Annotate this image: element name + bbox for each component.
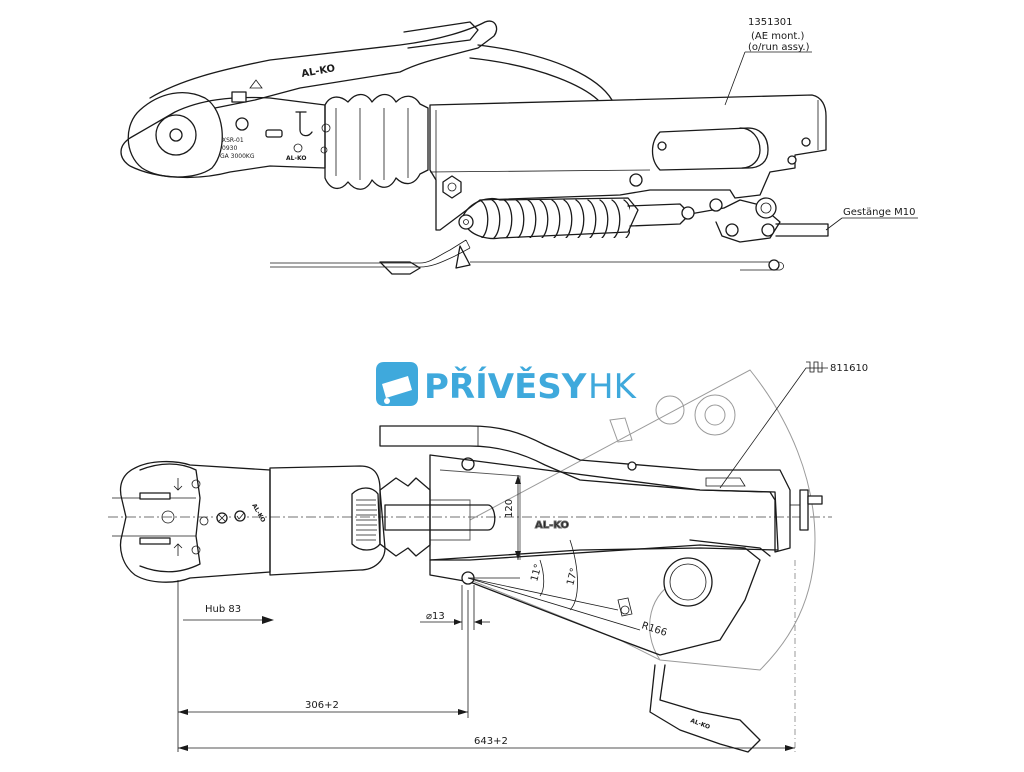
side-link-pin-2: [709, 198, 723, 212]
top-main-body: [429, 454, 779, 561]
side-plate-load: GA 3000KG: [220, 153, 255, 160]
top-pin-upper-2: [627, 461, 637, 471]
side-plate-number: 0930: [222, 145, 237, 152]
top-indicator-check: [234, 510, 246, 522]
side-bolt-d: [787, 155, 797, 165]
logo-text-bold: PŘÍVĚSY: [424, 366, 587, 407]
top-dim-643-label: 643+2: [474, 736, 508, 747]
side-damper-cap: [739, 127, 761, 169]
side-plate-code: XSR-01: [222, 137, 244, 144]
top-bellows: [379, 477, 431, 557]
top-head-socket: [161, 510, 175, 524]
top-grip-handle: [269, 465, 386, 576]
side-hook-mark: [295, 111, 313, 137]
top-dim-120-label: 120: [504, 499, 515, 518]
top-stroke-label: Hub 83: [205, 604, 241, 615]
top-coupling-head: [119, 460, 271, 583]
side-damper: [651, 127, 769, 171]
side-head-cap: [127, 92, 223, 178]
top-lower-lever: [649, 664, 761, 753]
top-head-brand: AL-KO: [250, 503, 266, 524]
side-bolt-c: [801, 137, 811, 147]
top-body-brand: AL-KO: [535, 520, 569, 531]
side-rod-label: Gestänge M10: [843, 207, 916, 218]
top-plate-edge: [439, 469, 521, 560]
top-grip-ribs: [356, 499, 377, 541]
side-bolt-a: [629, 173, 643, 187]
top-lower-plate: [429, 544, 761, 656]
side-handle-arc: [469, 44, 613, 101]
top-gray-circle-1: [694, 394, 736, 436]
side-view: AL-KO XSR-01 0930 GA 3000KG AL-KO 135130…: [120, 17, 918, 275]
side-plate-hole: [235, 117, 249, 131]
top-drawbar: [384, 504, 496, 531]
side-body-line: [429, 169, 651, 173]
top-part-number: 811610: [830, 363, 868, 374]
brand-logo: PŘÍVĚSY HK: [376, 362, 638, 407]
top-view: AL-KO AL-KO: [108, 361, 868, 753]
side-link-pin-3: [725, 223, 739, 237]
side-spring-pivot: [458, 214, 474, 230]
top-radius-label: R166: [640, 620, 668, 639]
top-angle-2-label: 17°: [565, 567, 580, 587]
top-head-stripe-2: [139, 537, 171, 545]
top-dim-306-label: 306+2: [305, 700, 339, 711]
logo-text-light: HK: [588, 367, 638, 407]
top-lever-brand: AL-KO: [689, 717, 711, 731]
side-lever-handle: [149, 20, 498, 109]
top-rod-tip: [807, 495, 823, 505]
side-spring: [461, 197, 639, 240]
side-breakaway-cable: [270, 239, 784, 271]
side-part-note-1: (AE mont.): [751, 31, 805, 42]
top-sweep-outline: [469, 369, 816, 671]
side-cable-eye: [768, 259, 780, 271]
top-bore-label: ⌀13: [426, 611, 445, 622]
top-pin-upper: [461, 457, 475, 471]
side-plate-slot: [265, 129, 283, 138]
top-angle-line-2: [467, 577, 619, 611]
side-plate-brand: AL-KO: [286, 155, 306, 162]
top-gray-circle-2: [655, 395, 685, 425]
side-hex-bolt: [442, 175, 462, 199]
side-bellows: [324, 93, 429, 190]
side-part-note-2: (o/run assy.): [748, 42, 810, 53]
top-leader-811610: [719, 367, 828, 489]
side-bolt-b: [657, 141, 667, 151]
top-head-stripe-1: [139, 492, 171, 500]
top-angle-line-1: [467, 577, 641, 631]
side-main-body: [429, 94, 827, 231]
top-rod-end: [799, 489, 809, 531]
side-link-pin-4: [761, 223, 775, 237]
top-grip-pad: [351, 487, 381, 551]
side-coupling-head: [120, 96, 326, 179]
side-leader-1351301: [724, 51, 746, 106]
side-lever-hub: [755, 197, 777, 219]
side-cable-clip: [379, 245, 471, 275]
top-angle-1-label: 11°: [529, 563, 544, 583]
side-handle-brand: AL-KO: [301, 63, 336, 80]
side-warning-sticker: [231, 91, 247, 103]
top-handbrake-arm: [379, 425, 791, 553]
side-rod: [775, 223, 829, 237]
side-part-number: 1351301: [748, 17, 793, 28]
side-link-pin-1: [681, 206, 695, 220]
top-damper-circle: [663, 557, 713, 607]
